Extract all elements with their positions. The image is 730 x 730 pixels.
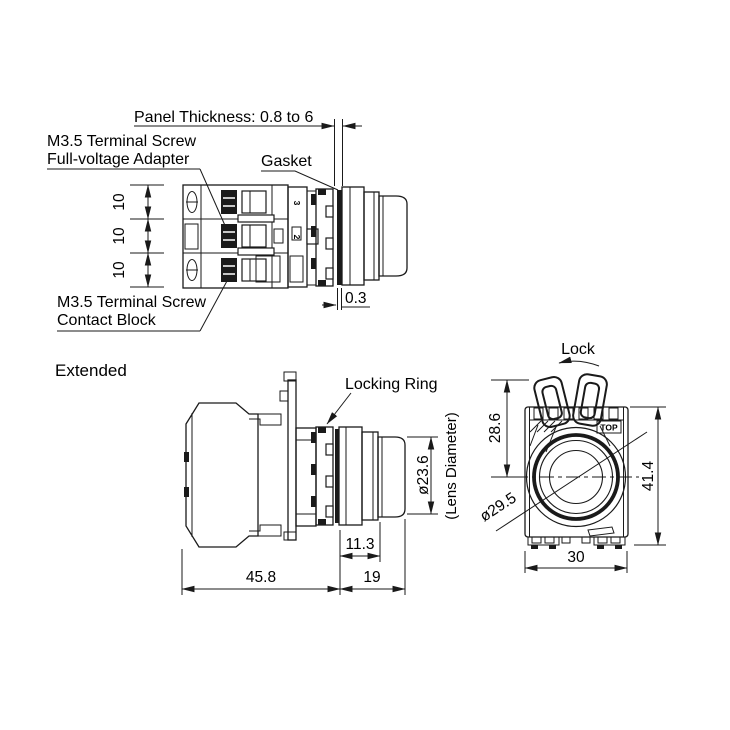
total-height-dim: 41.4 xyxy=(640,461,657,492)
locking-ring-top-view xyxy=(311,188,334,287)
dim-center-height: 28.6 xyxy=(487,379,529,478)
terminal-pin xyxy=(237,247,275,256)
dim-depths: 45.8 19 xyxy=(181,519,406,595)
mounting-ring xyxy=(363,191,380,281)
pitch-dim-2: 10 xyxy=(111,227,128,245)
gasket-label: Gasket xyxy=(261,153,312,170)
dim-total-height: 41.4 xyxy=(630,406,666,546)
keying-tab xyxy=(587,526,615,537)
width-dim: 30 xyxy=(567,549,585,566)
adapter-label-line2: Full-voltage Adapter xyxy=(47,151,190,168)
button-extended xyxy=(377,436,406,518)
front-body: TOP xyxy=(495,406,648,549)
gasket-band xyxy=(337,190,342,285)
front-depth-dim: 19 xyxy=(363,569,380,586)
terminal-number-3: 3 xyxy=(292,201,302,206)
locking-ring xyxy=(311,426,334,526)
contact-label-line1: M3.5 Terminal Screw xyxy=(57,294,207,311)
label-full-voltage-adapter: M3.5 Terminal Screw Full-voltage Adapter xyxy=(47,133,228,231)
mounting-feet xyxy=(527,536,626,549)
contact-block xyxy=(182,184,289,289)
side-view-panel-mount: 3 2 xyxy=(47,109,408,332)
side-view-extended: Extended xyxy=(55,361,460,595)
dim-gasket-thickness: 0.3 xyxy=(322,288,370,310)
center-height-dim: 28.6 xyxy=(487,413,504,443)
label-contact-block: M3.5 Terminal Screw Contact Block xyxy=(57,280,228,332)
locking-ring-label: Locking Ring xyxy=(345,376,438,393)
contact-label-line2: Contact Block xyxy=(57,312,157,329)
mounting-plate xyxy=(279,371,317,541)
extended-housing xyxy=(184,402,282,548)
label-locking-ring: Locking Ring xyxy=(326,376,438,425)
gasket-thickness-dim: 0.3 xyxy=(345,290,367,307)
lock-label: Lock xyxy=(561,341,596,358)
lock-wire-levers xyxy=(529,373,611,453)
diameter-line xyxy=(495,431,648,532)
dim-lens-diameter: ø23.6 (Lens Diameter) xyxy=(407,412,460,520)
front-view: Lock xyxy=(477,341,666,573)
label-lock: Lock xyxy=(558,341,600,367)
mounting-ring-extended xyxy=(361,431,379,521)
dim-terminal-pitch: 10 10 10 xyxy=(111,184,164,288)
lens-diameter-dim: ø23.6 xyxy=(415,455,432,495)
pitch-dim-1: 10 xyxy=(111,193,128,211)
clamp-brackets xyxy=(241,190,267,282)
bezel-depth-dim: 11.3 xyxy=(345,536,374,553)
top-marking: TOP xyxy=(600,423,618,433)
screw-clamps xyxy=(221,190,237,282)
panel-thickness-label: Panel Thickness: 0.8 to 6 xyxy=(134,109,313,126)
bezel xyxy=(341,186,365,286)
dim-panel-thickness: Panel Thickness: 0.8 to 6 xyxy=(134,109,362,186)
button-side xyxy=(378,195,408,277)
lens-diameter-note: (Lens Diameter) xyxy=(443,412,460,520)
gasket-band-extended xyxy=(335,429,339,523)
pitch-dim-3: 10 xyxy=(111,261,128,279)
terminal-number-2: 2 xyxy=(292,235,302,240)
body-depth-dim: 45.8 xyxy=(246,569,276,586)
bezel-extended xyxy=(338,426,363,526)
latch-teeth xyxy=(529,407,624,421)
terminal-pin xyxy=(237,214,275,223)
adapter-label-line1: M3.5 Terminal Screw xyxy=(47,133,197,150)
dim-bezel-depth: 11.3 xyxy=(339,522,381,595)
extended-title: Extended xyxy=(55,361,127,380)
dim-width: 30 xyxy=(524,549,628,573)
label-gasket: Gasket xyxy=(261,153,339,191)
